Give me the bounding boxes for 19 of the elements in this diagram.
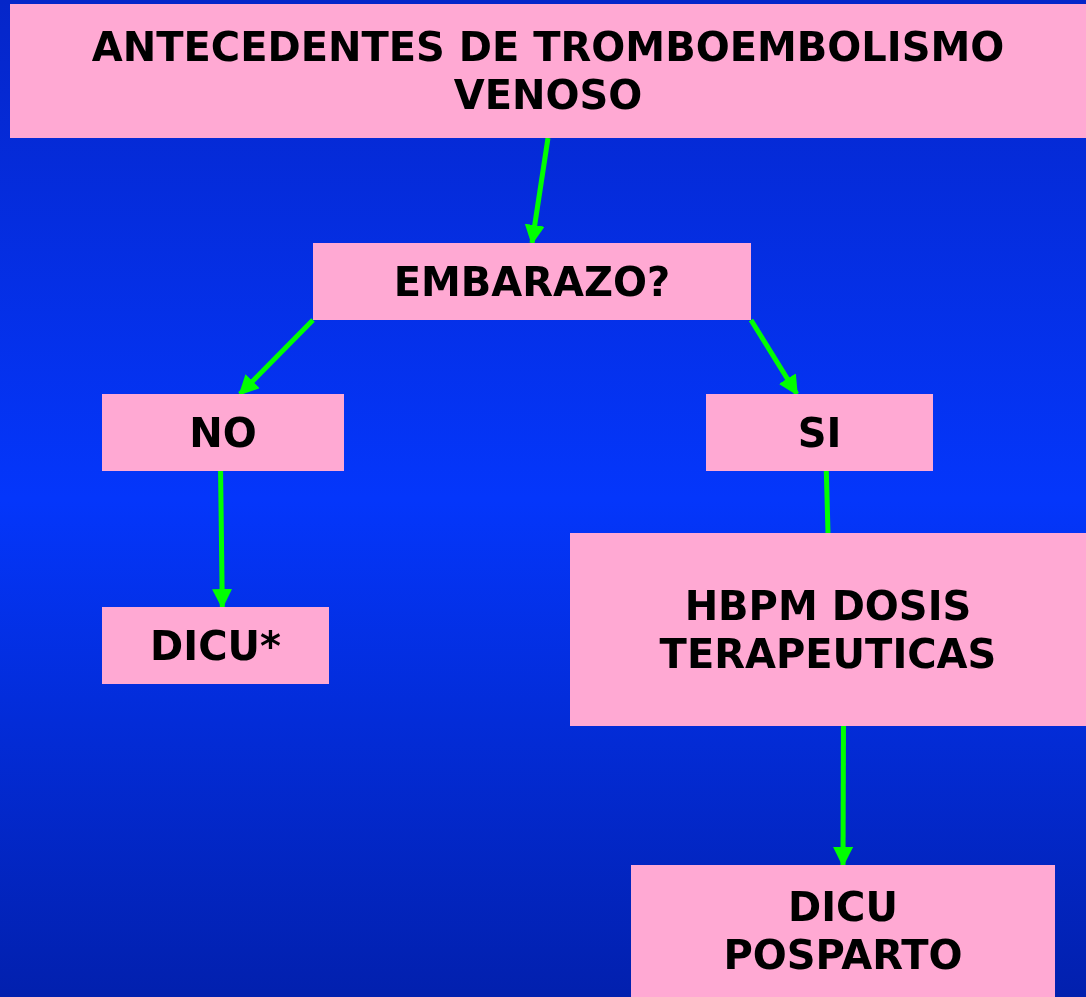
- process-box: [313, 243, 751, 320]
- box-label: EMBARAZO?: [393, 257, 671, 306]
- arrow: [833, 726, 854, 867]
- arrow: [212, 470, 233, 609]
- box-label: DICU*: [150, 621, 281, 670]
- box-label: HBPM DOSIS TERAPEUTICAS: [658, 581, 998, 678]
- box-label: SI: [797, 408, 842, 457]
- process-box: [102, 607, 329, 684]
- arrow: [524, 137, 551, 245]
- box-label: DICU POSPARTO: [722, 883, 964, 979]
- box-label: ANTECEDENTES DE TROMBOEMBOLISMO VENOSO: [90, 23, 1006, 119]
- process-box: [631, 865, 1055, 997]
- arrow: [748, 318, 799, 396]
- process-box: [10, 4, 1086, 138]
- process-box: [102, 394, 344, 471]
- box-label: NO: [189, 408, 257, 457]
- arrow: [238, 318, 315, 396]
- process-box: [570, 533, 1086, 726]
- process-box: [706, 394, 933, 471]
